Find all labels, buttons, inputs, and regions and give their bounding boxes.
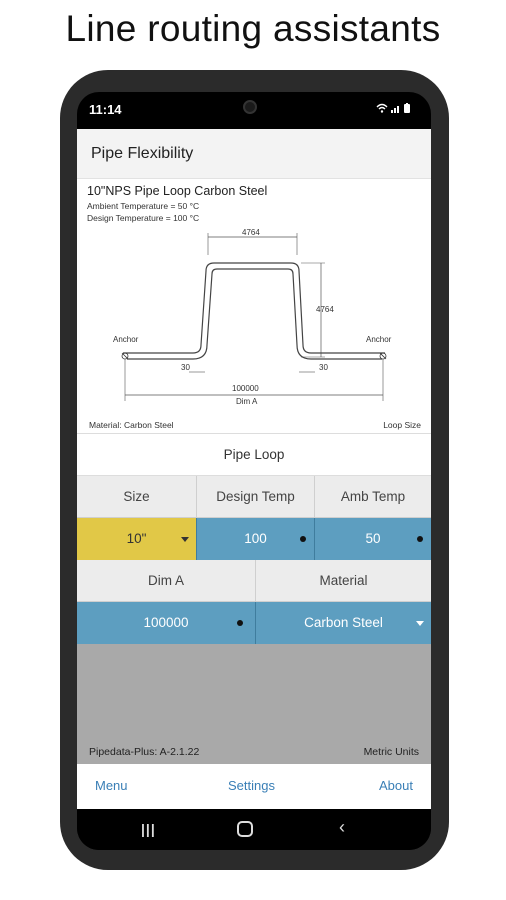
row1-values: 10" 100 50 [77, 518, 431, 560]
side-dimension-label: 4764 [316, 305, 334, 314]
offset-right-label: 30 [319, 363, 328, 372]
app-bar: Pipe Flexibility [77, 129, 431, 179]
wifi-signal-battery-icon [376, 103, 410, 113]
section-title: Pipe Loop [77, 434, 431, 476]
amb-temp-value: 50 [365, 531, 381, 546]
dim-a-value-label: 100000 [232, 384, 259, 393]
size-header: Size [77, 476, 197, 518]
dim-a-input[interactable]: 100000 [77, 602, 256, 644]
status-bar: 11:14 [77, 92, 431, 129]
chevron-down-icon [181, 537, 189, 542]
row2-values: 100000 Carbon Steel [77, 602, 431, 644]
about-link[interactable]: About [379, 778, 413, 793]
app-title: Pipe Flexibility [91, 145, 194, 162]
material-header: Material [256, 560, 431, 602]
row1-headers: Size Design Temp Amb Temp [77, 476, 431, 518]
front-camera [243, 100, 257, 114]
units-text: Metric Units [363, 746, 419, 758]
back-icon[interactable]: ‹ [339, 817, 345, 837]
material-value: Carbon Steel [304, 615, 383, 630]
material-select[interactable]: Carbon Steel [256, 602, 431, 644]
app-screen: Pipe Flexibility 10"NPS Pipe Loop Carbon… [77, 129, 431, 809]
diagram-title: 10"NPS Pipe Loop Carbon Steel [87, 184, 268, 198]
offset-left-label: 30 [181, 363, 190, 372]
input-dot-icon [300, 536, 306, 542]
settings-link[interactable]: Settings [228, 778, 275, 793]
design-temperature-text: Design Temperature = 100 °C [87, 213, 200, 223]
loop-size-label: Loop Size [383, 420, 421, 430]
chevron-down-icon [416, 621, 424, 626]
status-icons [375, 102, 415, 117]
top-dimension-label: 4764 [242, 228, 260, 237]
size-value: 10" [126, 531, 147, 546]
recents-icon[interactable]: ||| [141, 821, 156, 837]
pipe-loop-drawing: 4764 4764 Anchor Anchor [113, 228, 392, 406]
status-time: 11:14 [89, 102, 122, 117]
anchor-left-label: Anchor [113, 335, 139, 344]
page-headline: Line routing assistants [65, 8, 441, 49]
system-nav-bar: ||| ‹ [77, 809, 431, 850]
home-icon[interactable] [237, 821, 253, 837]
amb-temp-input[interactable]: 50 [315, 518, 431, 560]
ambient-temperature-text: Ambient Temperature = 50 °C [87, 201, 200, 211]
info-panel: Pipedata-Plus: A-2.1.22 Metric Units [77, 644, 431, 764]
version-text: Pipedata-Plus: A-2.1.22 [89, 746, 200, 758]
design-temp-header: Design Temp [197, 476, 315, 518]
dim-a-label: Dim A [236, 397, 258, 406]
phone-screen-area: 11:14 Pipe Flexibility 10"NPS Pipe Loop … [77, 92, 431, 850]
amb-temp-header: Amb Temp [315, 476, 431, 518]
anchor-right-label: Anchor [366, 335, 392, 344]
size-select[interactable]: 10" [77, 518, 197, 560]
menu-link[interactable]: Menu [95, 778, 128, 793]
input-dot-icon [237, 620, 243, 626]
design-temp-value: 100 [244, 531, 267, 546]
dim-a-header: Dim A [77, 560, 256, 602]
design-temp-input[interactable]: 100 [197, 518, 315, 560]
pipe-loop-diagram: 10"NPS Pipe Loop Carbon Steel Ambient Te… [77, 179, 431, 434]
material-note: Material: Carbon Steel [89, 420, 174, 430]
row2-headers: Dim A Material [77, 560, 431, 602]
dim-a-value: 100000 [143, 615, 189, 630]
input-dot-icon [417, 536, 423, 542]
bottom-menu: Menu Settings About [77, 764, 431, 809]
